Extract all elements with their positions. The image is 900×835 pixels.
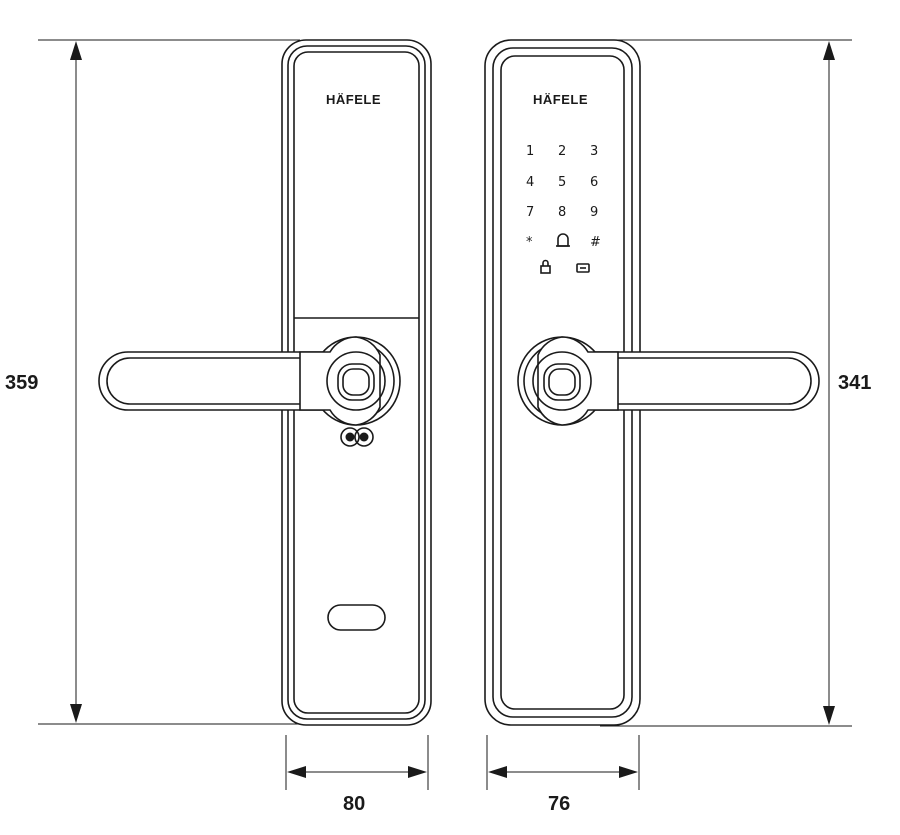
dimension-341: 341: [600, 39, 871, 727]
arrow-up-icon: [823, 41, 835, 60]
card-icon[interactable]: [576, 263, 590, 273]
outside-handle: [517, 336, 820, 426]
fingerprint-sensor-icon: [342, 368, 370, 396]
thumb-turn-left: [340, 427, 360, 447]
dimension-label-76: 76: [548, 793, 570, 815]
keypad: 1 2 3 4 5 6 7 8 9 * #: [526, 144, 601, 274]
key-star[interactable]: *: [526, 235, 533, 250]
handle-lever-outer: [592, 351, 820, 411]
handle-lever-outer: [98, 351, 326, 411]
dimension-label-80: 80: [343, 793, 365, 815]
arrow-up-icon: [70, 41, 82, 60]
handle-lever-inner: [106, 357, 323, 405]
handle-lever-inner: [595, 357, 812, 405]
fingerprint-sensor-icon: [548, 368, 576, 396]
key-2[interactable]: 2: [558, 144, 566, 159]
lock-icon[interactable]: [540, 259, 551, 274]
arrow-right-icon: [619, 766, 638, 778]
thumb-turn-right: [354, 427, 374, 447]
battery-slot: [327, 604, 386, 631]
fingerprint-sensor-outer: [337, 363, 375, 401]
key-3[interactable]: 3: [590, 144, 598, 159]
key-6[interactable]: 6: [590, 175, 598, 190]
dimension-359: 359: [5, 39, 300, 725]
arrow-right-icon: [408, 766, 427, 778]
key-4[interactable]: 4: [526, 175, 534, 190]
thumb-turn-knob: [340, 427, 374, 447]
handle-neck: [537, 336, 619, 426]
key-8[interactable]: 8: [558, 205, 566, 220]
brand-logo: HÄFELE: [533, 92, 588, 107]
arrow-left-icon: [287, 766, 306, 778]
brand-logo: HÄFELE: [326, 92, 381, 107]
doorbell-icon[interactable]: [556, 233, 570, 247]
key-1[interactable]: 1: [526, 144, 534, 159]
dimension-label-359: 359: [5, 372, 38, 394]
handle-neck: [299, 336, 381, 426]
inside-handle: [98, 336, 401, 426]
handle-hub: [326, 351, 386, 411]
fingerprint-sensor-outer: [543, 363, 581, 401]
inside-lock-body: HÄFELE: [281, 39, 432, 726]
dimension-label-341: 341: [838, 372, 871, 394]
key-9[interactable]: 9: [590, 205, 598, 220]
dimension-76: 76: [486, 735, 640, 815]
handle-hub: [532, 351, 592, 411]
key-7[interactable]: 7: [526, 205, 534, 220]
key-5[interactable]: 5: [558, 175, 566, 190]
arrow-down-icon: [70, 704, 82, 723]
key-hash[interactable]: #: [590, 235, 601, 250]
arrow-down-icon: [823, 706, 835, 725]
arrow-left-icon: [488, 766, 507, 778]
dimension-80: 80: [285, 735, 429, 815]
